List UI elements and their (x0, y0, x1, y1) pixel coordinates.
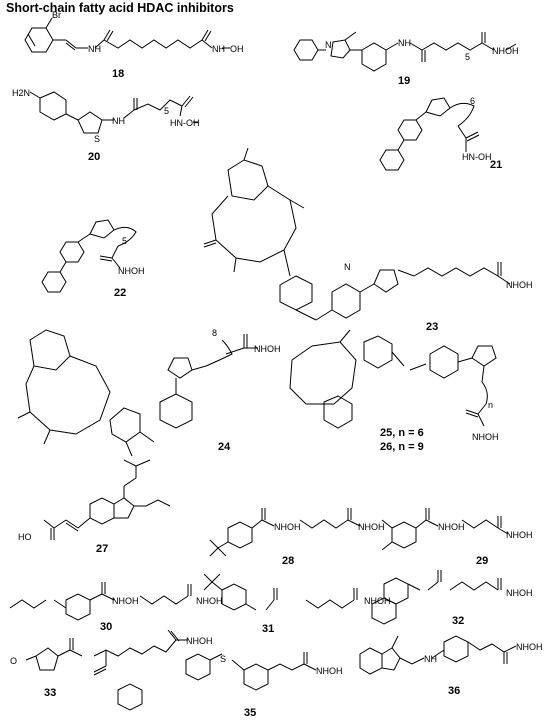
structure-20 (29, 91, 198, 134)
compound-label-33: 33 (44, 687, 56, 699)
atom-nhoh: NHOH (364, 596, 391, 606)
repeat-5: 5 (122, 236, 127, 246)
atom-nhoh: NHOH (472, 432, 499, 442)
compound-label-23: 23 (426, 321, 438, 333)
atom-nhoh: NHOH (438, 522, 465, 532)
atom-nhoh: NHOH (186, 636, 213, 646)
atom-o: O (10, 656, 17, 666)
repeat-5: 5 (164, 106, 169, 116)
atom-s: S (220, 654, 226, 664)
atom-hnoh: HN-OH (170, 118, 200, 128)
compound-label-36: 36 (448, 685, 460, 697)
compound-label-25: 25, n = 6 (380, 427, 424, 439)
compound-label-31: 31 (262, 623, 274, 635)
atom-nhoh: NHOH (196, 596, 223, 606)
compound-label-18: 18 (112, 68, 124, 80)
compound-label-26: 26, n = 9 (380, 441, 424, 453)
structure-21 (379, 97, 480, 171)
atom-nhoh: NHOH (358, 522, 385, 532)
atom-nhoh: NHOH (118, 266, 145, 276)
atom-nhoh: NHOH (492, 46, 519, 56)
compound-label-29: 29 (476, 555, 488, 567)
structure-22 (41, 219, 137, 293)
compound-label-24: 24 (218, 441, 231, 453)
compound-label-20: 20 (88, 151, 100, 163)
structure-30 (9, 582, 192, 621)
structure-25-26 (289, 329, 497, 429)
repeat-n: n (488, 400, 493, 410)
atom-nhoh: NHOH (274, 522, 301, 532)
repeat-5: 5 (465, 52, 470, 62)
compound-label-28: 28 (282, 555, 294, 567)
atom-nh: NH (112, 116, 125, 126)
structure-36 (359, 635, 517, 675)
atom-nhoh: NHOH (506, 588, 533, 598)
page-title: Short-chain fatty acid HDAC inhibitors (6, 1, 234, 15)
atom-n: N (344, 262, 351, 272)
atom-nhoh: NHOH (516, 642, 543, 652)
structure-24 (17, 329, 258, 457)
compound-label-35: 35 (244, 707, 256, 719)
structure-31 (203, 573, 358, 611)
atom-oh: OH (230, 44, 244, 54)
structure-18 (24, 17, 230, 53)
compound-label-30: 30 (100, 621, 112, 633)
structure-19 (293, 31, 517, 72)
atom-nh: NH (398, 38, 411, 48)
structure-29 (381, 508, 509, 551)
atom-s: S (94, 134, 100, 144)
atom-nhoh: NHOH (316, 666, 343, 676)
compound-label-21: 21 (490, 159, 502, 171)
repeat-6: 6 (470, 96, 475, 106)
atom-nhoh: NHOH (254, 344, 281, 354)
structure-23 (203, 147, 511, 321)
structure-32 (371, 570, 502, 625)
atom-nh: NH (88, 44, 101, 54)
atom-nhoh: NHOH (506, 530, 533, 540)
atom-nhoh: NHOH (506, 280, 533, 290)
atom-hnoh: HN-OH (462, 152, 492, 162)
repeat-8: 8 (212, 328, 217, 338)
compound-label-27: 27 (96, 543, 108, 555)
structure-28 (209, 508, 361, 557)
atom-nh: NH (424, 654, 437, 664)
atom-n: N (325, 40, 332, 50)
structure-35 (185, 652, 317, 691)
atom-nhoh: NHOH (112, 596, 139, 606)
atom-ho: HO (18, 532, 32, 542)
atom-h2n: H2N (12, 88, 30, 98)
atom-nh: NH (212, 44, 225, 54)
structure-27 (43, 459, 171, 540)
compound-label-22: 22 (114, 287, 126, 299)
atom-br: Br (52, 10, 61, 20)
compound-label-32: 32 (452, 615, 464, 627)
compound-label-19: 19 (398, 75, 410, 87)
structure-33 (25, 629, 188, 711)
